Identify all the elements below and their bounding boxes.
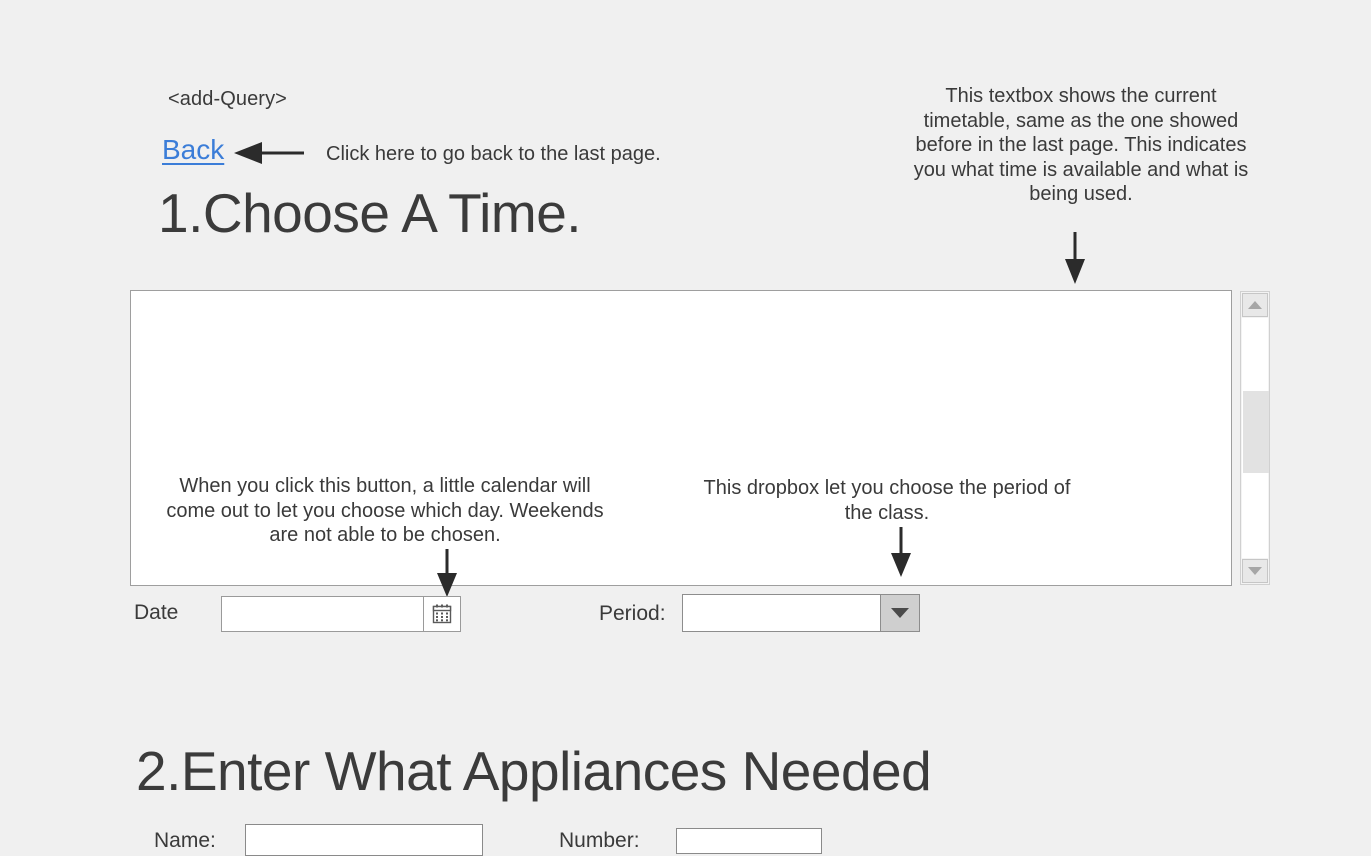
back-link[interactable]: Back xyxy=(162,134,225,165)
timetable-scrollbar[interactable] xyxy=(1240,291,1270,585)
triangle-down-icon xyxy=(1248,567,1262,575)
date-field-group[interactable] xyxy=(221,596,461,632)
back-note-label: Click here to go back to the last page. xyxy=(326,143,661,165)
annotation-calendar-button: When you click this button, a little cal… xyxy=(166,475,604,546)
timetable-textbox[interactable] xyxy=(130,290,1232,586)
chevron-down-icon xyxy=(891,608,909,618)
annotation-timetable: This textbox shows the current timetable… xyxy=(913,85,1249,205)
arrow-down-icon xyxy=(1062,232,1088,289)
calendar-picker-button[interactable] xyxy=(423,597,460,631)
query-tag-label: <add-Query> xyxy=(168,88,287,110)
scrollbar-thumb[interactable] xyxy=(1243,391,1269,473)
period-dropdown-group[interactable] xyxy=(682,594,920,632)
triangle-up-icon xyxy=(1248,301,1262,309)
period-label: Period: xyxy=(599,602,666,625)
appliance-number-input[interactable] xyxy=(676,828,822,854)
page-title-step1: 1.Choose A Time. xyxy=(158,182,582,244)
scrollbar-up-button[interactable] xyxy=(1242,293,1268,317)
period-dropdown-button[interactable] xyxy=(880,595,919,631)
page-title-step2: 2.Enter What Appliances Needed xyxy=(136,740,932,802)
appliance-name-label: Name: xyxy=(154,829,216,852)
annotation-period-dropdown: This dropbox let you choose the period o… xyxy=(703,477,1071,524)
date-input[interactable] xyxy=(222,597,423,631)
appliance-number-label: Number: xyxy=(559,829,640,852)
period-input[interactable] xyxy=(683,595,880,631)
calendar-icon xyxy=(432,604,452,624)
scrollbar-track[interactable] xyxy=(1242,318,1269,558)
appliance-name-input[interactable] xyxy=(245,824,483,856)
arrow-left-icon xyxy=(234,142,304,169)
date-label: Date xyxy=(134,601,179,624)
scrollbar-down-button[interactable] xyxy=(1242,559,1268,583)
